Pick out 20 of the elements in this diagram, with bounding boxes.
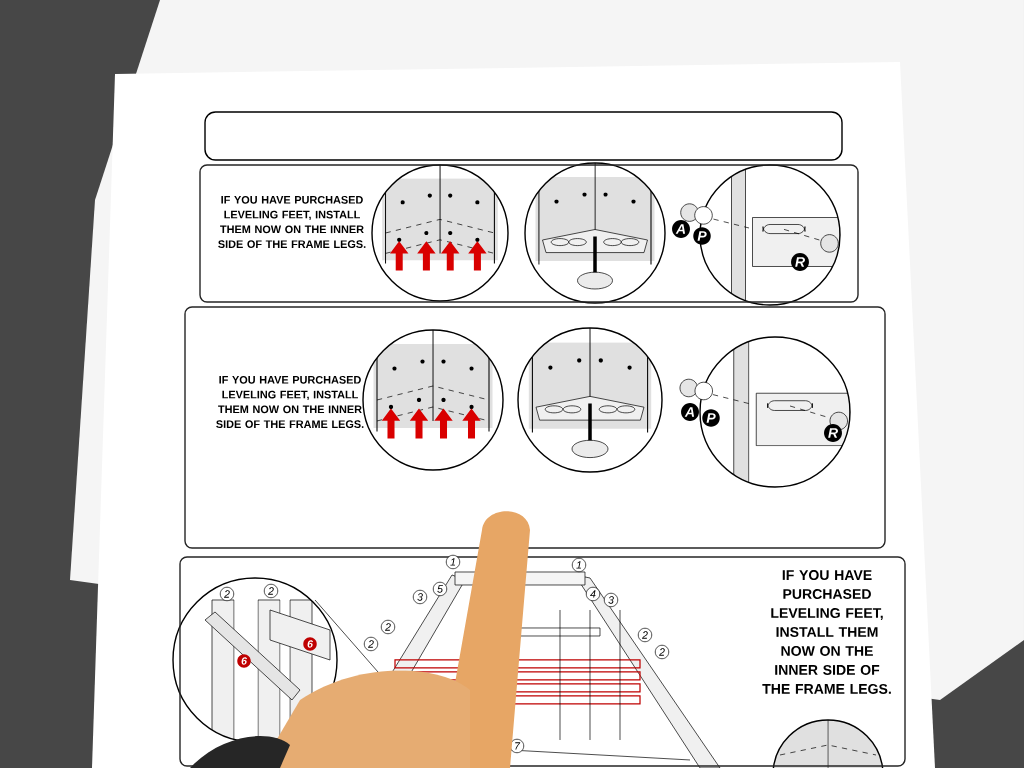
callout-number: 2 xyxy=(219,586,235,602)
callout-number: 5 xyxy=(432,581,448,597)
part-letter: A xyxy=(672,220,690,238)
part-letter: R xyxy=(791,253,809,271)
part-letter: A xyxy=(681,403,699,421)
callout-number: 6 xyxy=(303,637,317,651)
callout-number: 3 xyxy=(412,589,428,605)
callout-number: 4 xyxy=(585,586,601,602)
callout-number: 2 xyxy=(637,627,653,643)
callout-number: 2 xyxy=(654,644,670,660)
part-letter: P xyxy=(693,227,711,245)
callout-number: 1 xyxy=(571,557,587,573)
callout-number: 3 xyxy=(603,592,619,608)
callout-number: 2 xyxy=(263,583,279,599)
part-letter: P xyxy=(702,409,720,427)
callout-number: 6 xyxy=(237,654,251,668)
part-letter: R xyxy=(824,424,842,442)
callout-number: 2 xyxy=(363,636,379,652)
callout-number: 2 xyxy=(380,619,396,635)
callout-number: 1 xyxy=(445,554,461,570)
